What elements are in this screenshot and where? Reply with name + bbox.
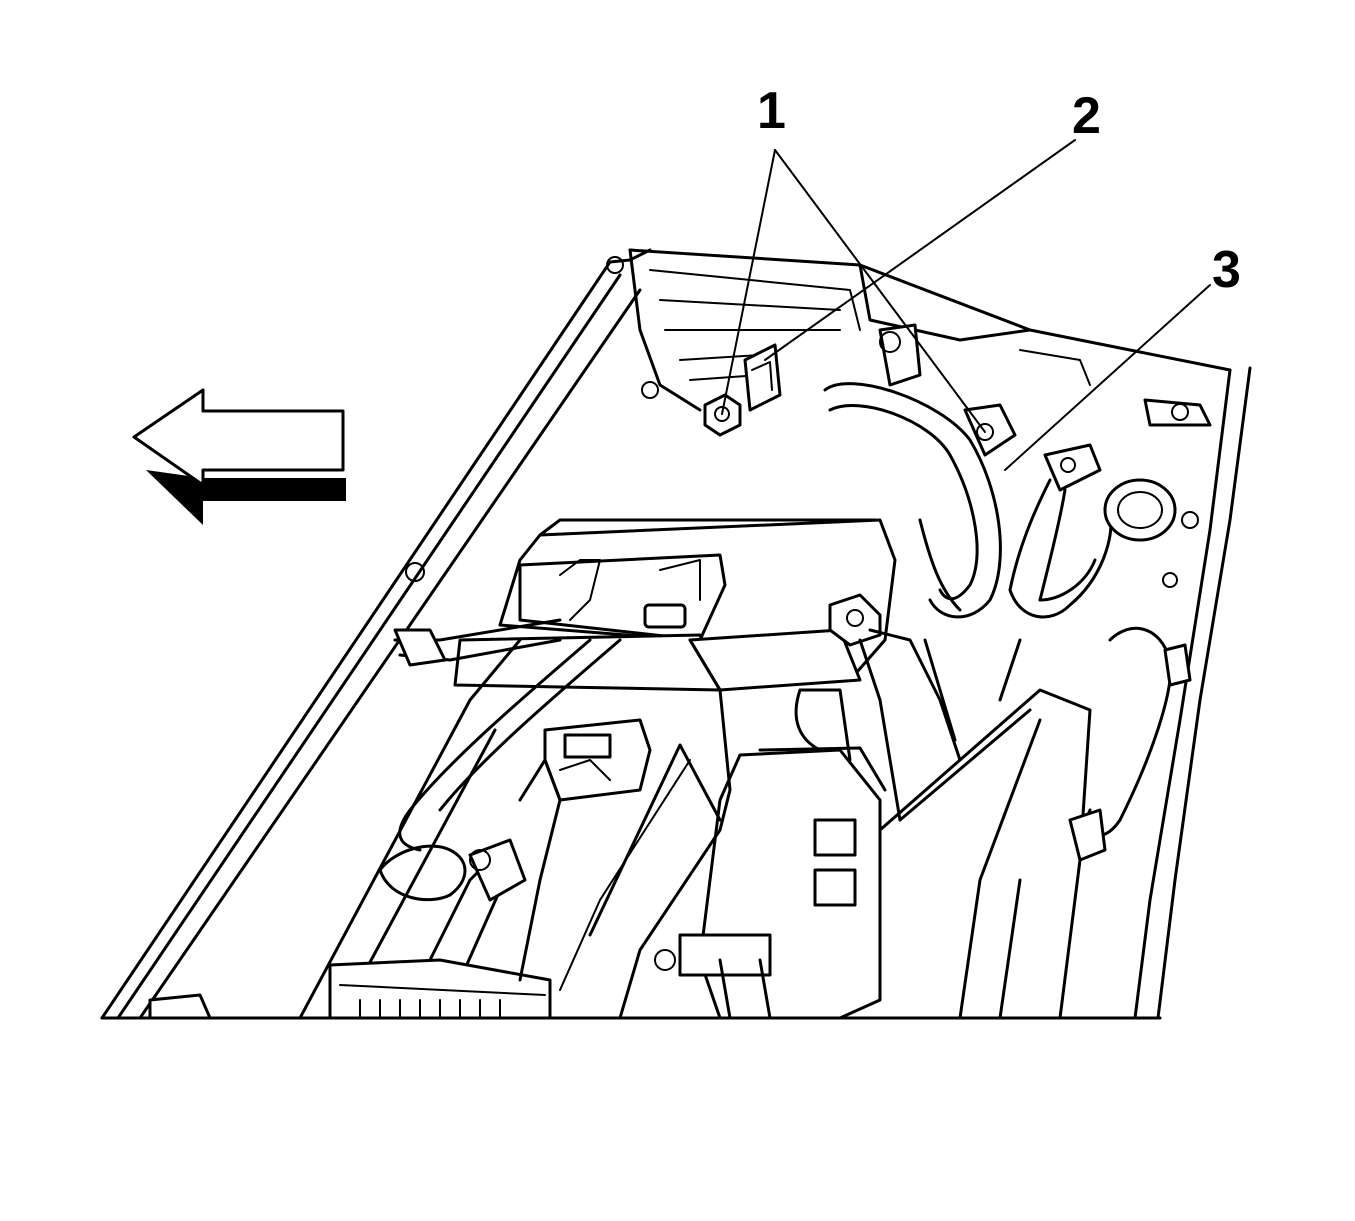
callout-1: 1 [757,82,786,140]
callout-2: 2 [1072,87,1101,145]
center-connector [518,718,652,982]
callout-3: 3 [1212,241,1241,299]
left-harness [298,618,622,1020]
right-panel [878,626,1192,1020]
channel-lines [794,628,1022,822]
harness-connector [878,323,1017,457]
leader-lines [721,139,1211,471]
high-voltage-cable [823,382,1199,619]
center-bracket [453,518,897,692]
power-module [678,746,887,1020]
mounting-bolt [703,343,782,437]
arrow-left-icon [132,388,346,525]
housing-outline [100,248,1252,1020]
lower-left-module [148,958,552,1020]
center-panel [559,638,732,1020]
